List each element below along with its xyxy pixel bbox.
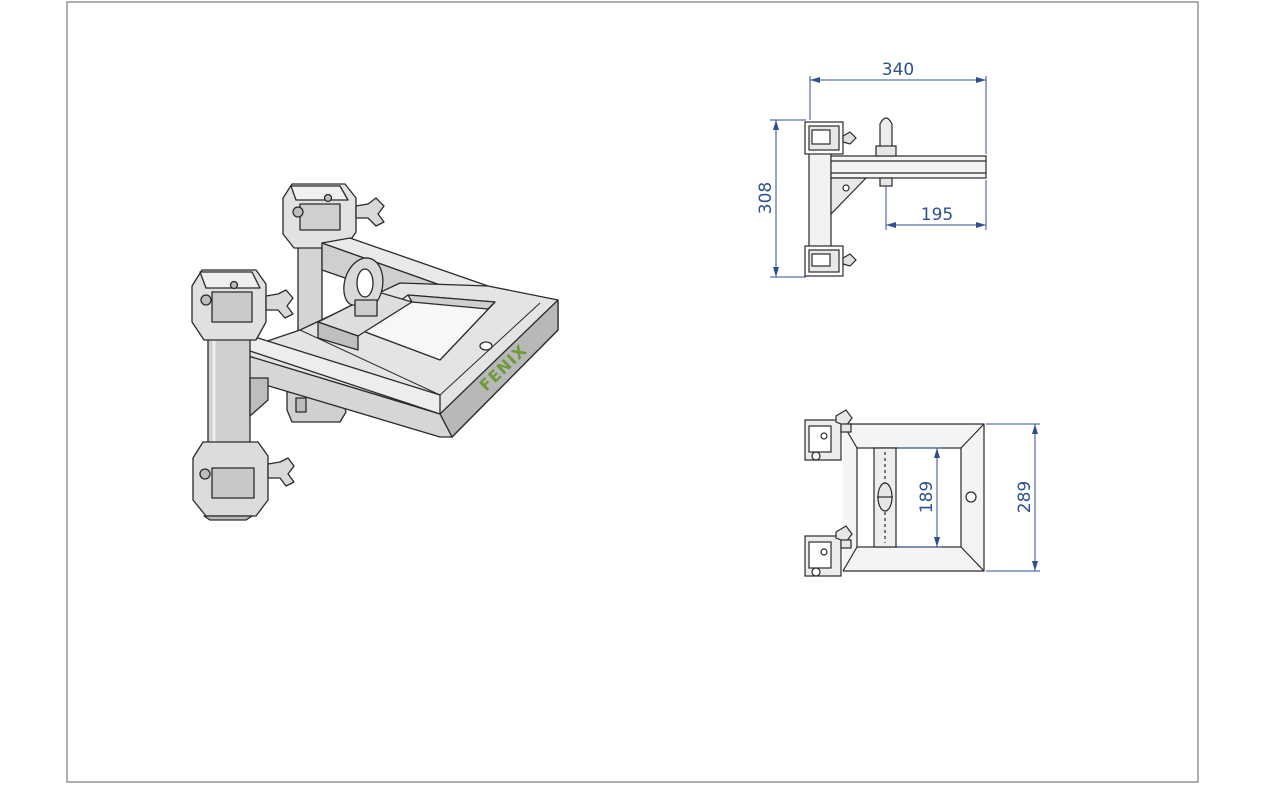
side-view	[804, 117, 987, 277]
dim-top-inner: 189	[917, 481, 937, 513]
side-bottom-clamp	[804, 245, 857, 277]
dim-side-height: 308	[756, 182, 776, 214]
front-bottom-clamp	[192, 441, 295, 521]
top-view	[804, 409, 985, 577]
isometric-view: FENIX	[191, 183, 559, 521]
dim-top-outer: 289	[1015, 481, 1035, 513]
top-upper-clamp	[804, 409, 853, 461]
eye-bolt-bar	[317, 257, 413, 351]
dim-side-arm: 195	[921, 205, 953, 225]
top-lower-clamp	[804, 525, 853, 577]
front-top-clamp	[191, 269, 294, 341]
rear-top-clamp	[282, 183, 385, 249]
front-gusset	[249, 377, 269, 417]
dim-side-width: 340	[882, 60, 914, 80]
sheet-frame	[66, 1, 1199, 783]
side-post	[808, 149, 832, 249]
side-top-clamp	[804, 121, 857, 155]
side-gusset	[830, 177, 868, 216]
side-eye-bolt-icon	[879, 117, 893, 149]
top-view-dimensions	[898, 423, 1040, 572]
top-frame-inner	[856, 447, 962, 548]
side-arm	[830, 155, 987, 179]
side-view-dimensions	[770, 76, 987, 278]
